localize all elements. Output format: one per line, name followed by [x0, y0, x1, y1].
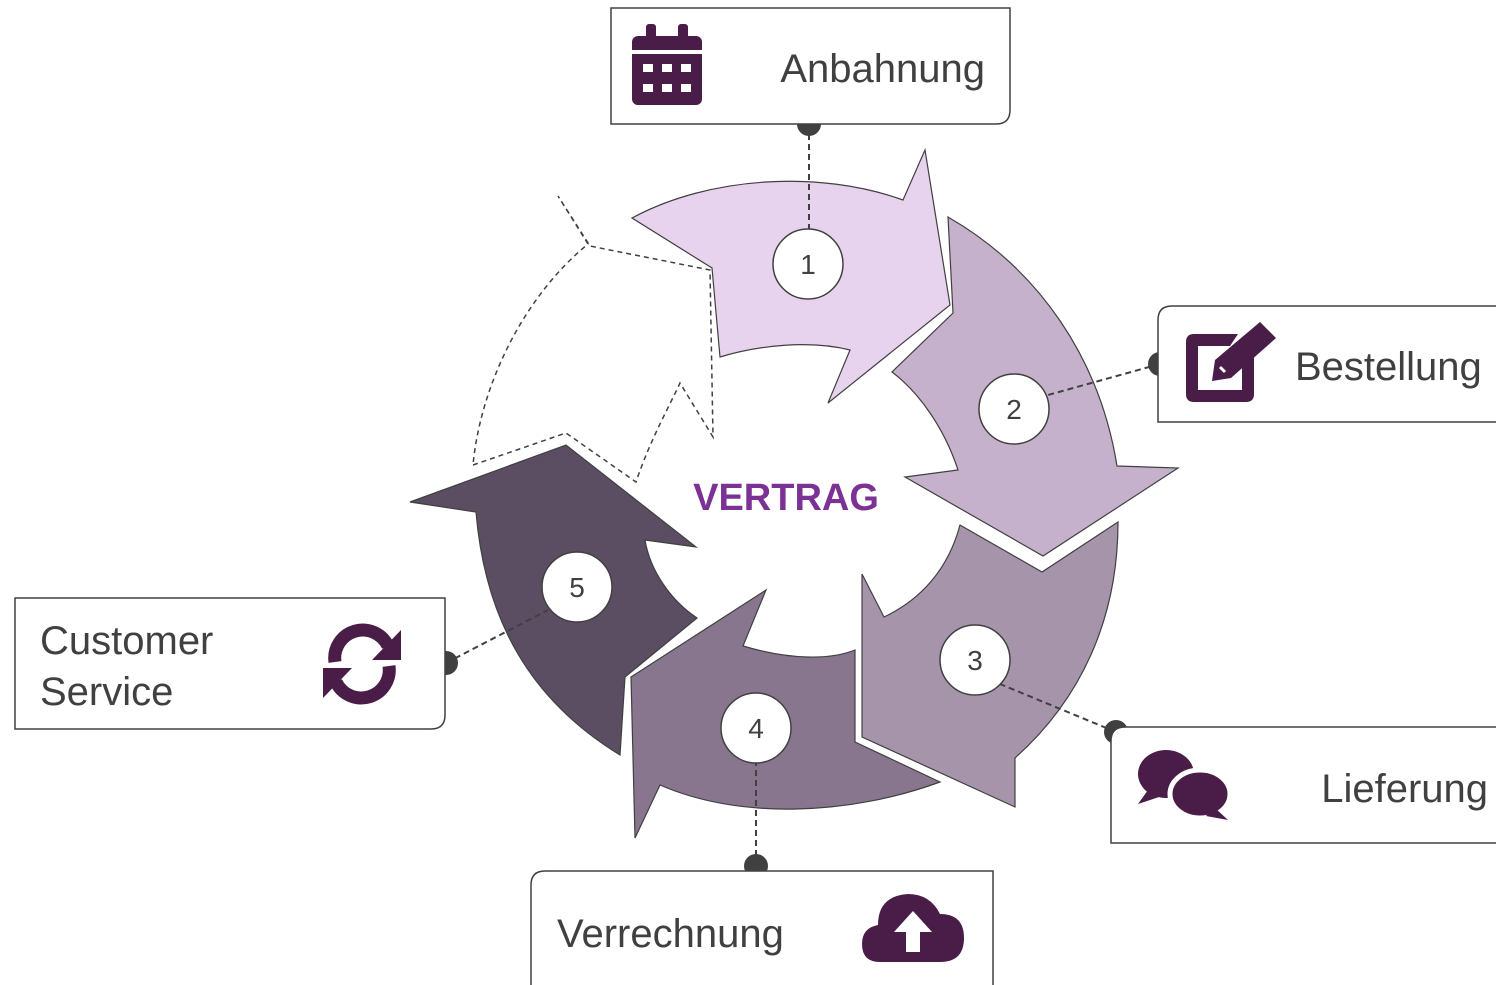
- svg-text:2: 2: [1006, 394, 1022, 425]
- step-box-4: Verrechnung: [530, 870, 994, 985]
- step-box-2: Bestellung: [1157, 305, 1496, 423]
- step-number-badge-3: 3: [939, 624, 1011, 696]
- comments-icon: [1138, 750, 1233, 821]
- connector-step-5: [445, 609, 549, 664]
- edit-icon: [1186, 322, 1276, 402]
- step-box-1: Anbahnung: [610, 7, 1011, 125]
- calendar-icon: [632, 24, 702, 105]
- svg-text:3: 3: [967, 645, 983, 676]
- step-label-3: Lieferung: [1321, 767, 1488, 811]
- connectors: [445, 124, 1161, 866]
- step-box-5: Customer Service: [14, 597, 446, 730]
- arrow-placeholder: [472, 195, 714, 484]
- svg-text:5: 5: [569, 572, 585, 603]
- svg-text:4: 4: [748, 713, 764, 744]
- step-label-1: Anbahnung: [780, 47, 985, 91]
- step-label-4: Verrechnung: [557, 912, 784, 956]
- step-number-badge-1: 1: [772, 228, 844, 300]
- step-number-badge-4: 4: [720, 692, 792, 764]
- step-box-3: Lieferung: [1110, 726, 1496, 844]
- number-badges: 1 2 3 4 5: [541, 228, 1050, 764]
- step-label-5-line-1: Customer: [40, 619, 213, 663]
- step-number-badge-5: 5: [541, 551, 613, 623]
- center-label: VERTRAG: [693, 477, 879, 519]
- step-number-badge-2: 2: [978, 373, 1050, 445]
- svg-text:1: 1: [800, 249, 816, 280]
- connector-step-3: [999, 683, 1117, 733]
- step-label-2: Bestellung: [1295, 345, 1482, 389]
- sync-icon: [323, 623, 401, 705]
- step-label-5-line-2: Service: [40, 670, 173, 714]
- cloud-upload-icon: [862, 894, 964, 962]
